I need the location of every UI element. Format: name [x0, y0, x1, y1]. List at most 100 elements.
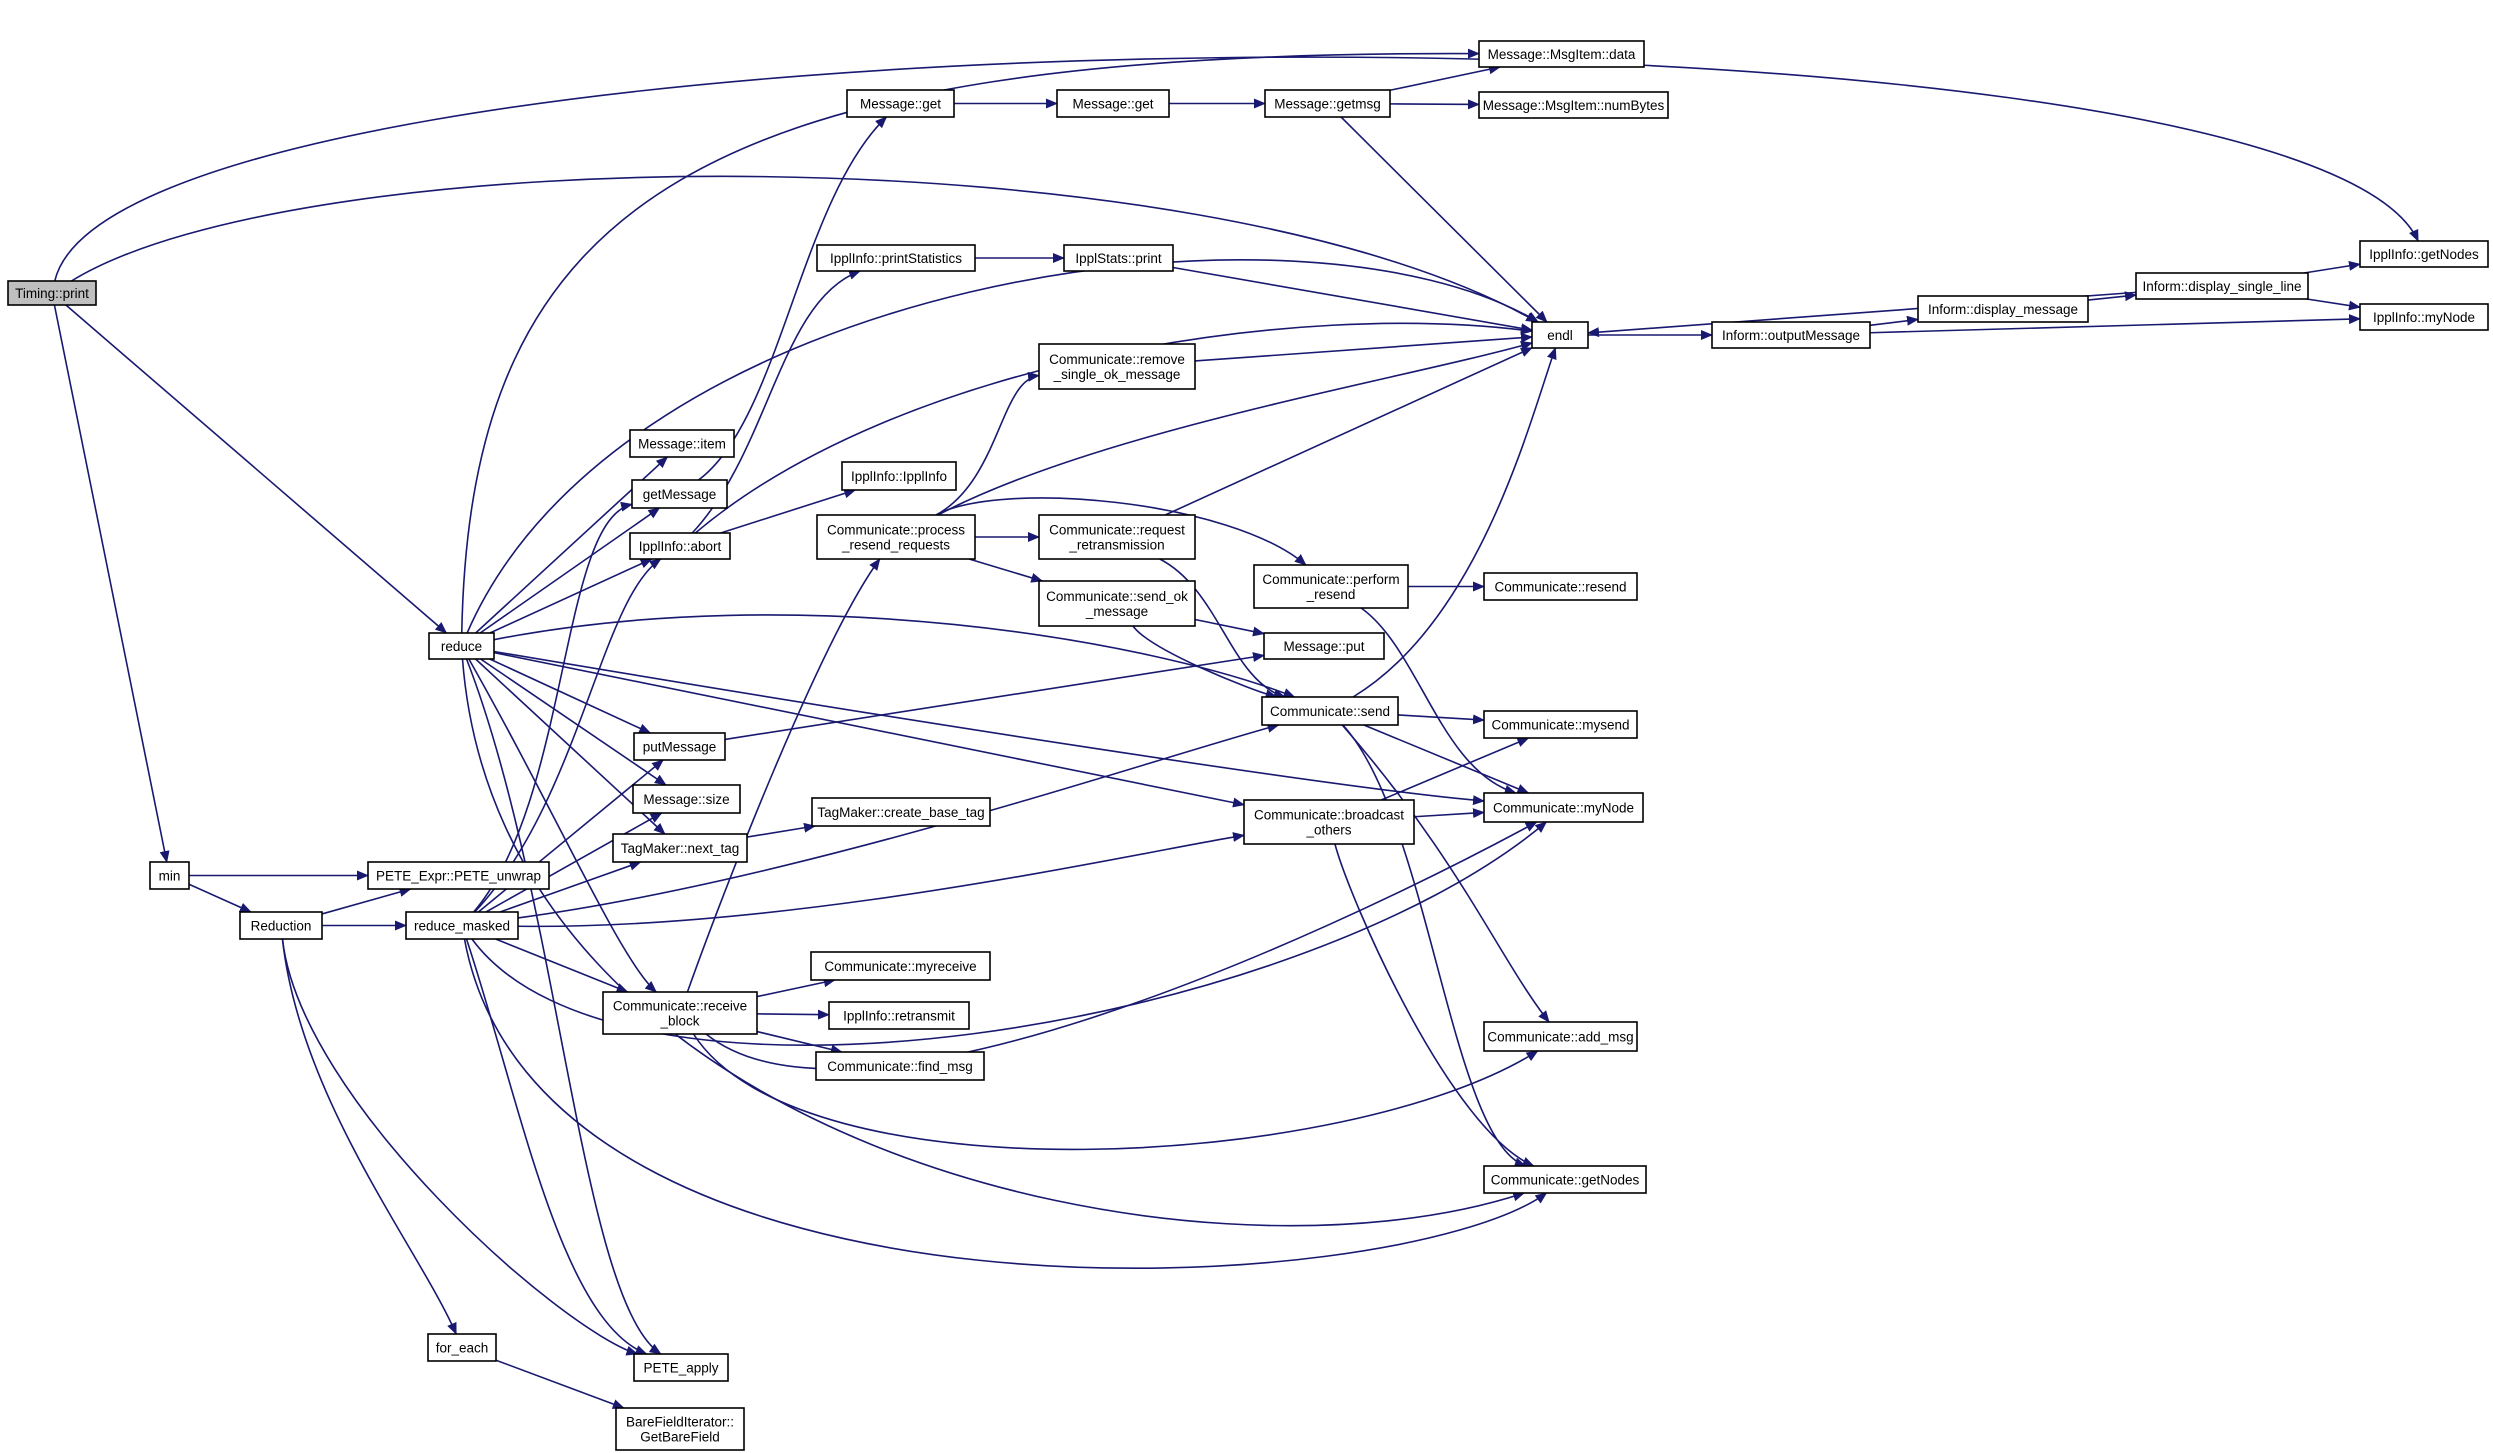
node-comm-receive-block[interactable]: Communicate::receive_block: [602, 991, 758, 1035]
node-box: [2135, 272, 2309, 300]
node-message-get2[interactable]: Message::get: [1056, 89, 1170, 118]
node-inform-display-single-line[interactable]: Inform::display_single_line: [2135, 272, 2309, 300]
edge-inform_display_single_line-to-ipplinfo_getnodes: [2303, 260, 2361, 274]
edge-reduce-to-comm_send: [493, 614, 1296, 698]
edge-comm_send-to-comm_add_msg: [1341, 724, 1550, 1023]
node-pete-apply[interactable]: PETE_apply: [633, 1353, 729, 1382]
node-ipplstats-print[interactable]: IpplStats::print: [1063, 244, 1174, 272]
node-label: _resend: [1306, 587, 1356, 602]
node-min[interactable]: min: [149, 861, 190, 890]
node-message-put[interactable]: Message::put: [1263, 632, 1385, 660]
node-message-size[interactable]: Message::size: [632, 784, 741, 814]
node-inform-display-message[interactable]: Inform::display_message: [1917, 295, 2089, 323]
edge-comm_request_retrans-to-endl: [1164, 347, 1533, 516]
node-label: Communicate::receive: [613, 999, 747, 1014]
edge-reduce-to-getmessage: [479, 507, 661, 634]
node-inform-outputmessage[interactable]: Inform::outputMessage: [1711, 321, 1871, 349]
node-label: Message::size: [643, 792, 729, 807]
node-comm-remove-single-ok[interactable]: Communicate::remove_single_ok_message: [1038, 343, 1196, 390]
node-label: reduce: [441, 639, 482, 654]
edge-timing_print-to-endl: [71, 175, 1539, 323]
node-getmessage[interactable]: getMessage: [631, 479, 728, 509]
node-comm-perform-resend[interactable]: Communicate::perform_resend: [1253, 564, 1409, 609]
node-endl[interactable]: endl: [1531, 321, 1589, 349]
node-barefield-getbarefield[interactable]: BareFieldIterator::GetBareField: [615, 1407, 745, 1451]
node-ipplinfo-retransmit[interactable]: IpplInfo::retransmit: [828, 1001, 970, 1030]
node-box: [631, 479, 728, 509]
node-comm-mynode[interactable]: Communicate::myNode: [1483, 792, 1644, 823]
node-reduction[interactable]: Reduction: [239, 911, 323, 940]
edge-comm_send_ok-to-message_put: [1194, 618, 1265, 637]
edge-comm_send-to-endl: [1352, 347, 1557, 698]
node-comm-request-retrans[interactable]: Communicate::request_retransmission: [1038, 514, 1196, 560]
edge-putmessage-to-message_put: [724, 652, 1265, 741]
node-pete-unwrap[interactable]: PETE_Expr::PETE_unwrap: [367, 861, 550, 890]
edge-comm_send-to-comm_mysend: [1397, 714, 1485, 725]
node-box: [1711, 321, 1871, 349]
node-label: Communicate::broadcast: [1254, 808, 1404, 823]
node-comm-add-msg[interactable]: Communicate::add_msg: [1483, 1021, 1638, 1052]
node-message-item[interactable]: Message::item: [629, 429, 735, 458]
node-comm-send-ok[interactable]: Communicate::send_ok_message: [1038, 580, 1196, 627]
node-message-get1[interactable]: Message::get: [846, 89, 955, 118]
node-tagmaker-next[interactable]: TagMaker::next_tag: [612, 833, 748, 863]
node-comm-process-resend[interactable]: Communicate::process_resend_requests: [816, 514, 976, 560]
node-ipplinfo-ipplinfo[interactable]: IpplInfo::IpplInfo: [841, 461, 957, 491]
node-comm-resend[interactable]: Communicate::resend: [1483, 572, 1638, 601]
node-putmessage[interactable]: putMessage: [633, 732, 726, 761]
edge-reduce_masked-to-tagmaker_next: [499, 860, 642, 913]
node-label: Timing::print: [15, 286, 89, 301]
edge-comm_receive_block-to-comm_add_msg: [692, 1033, 1539, 1151]
edge-comm_broadcast-to-comm_mynode: [1413, 808, 1485, 819]
node-label: Communicate::send: [1270, 704, 1390, 719]
node-comm-broadcast[interactable]: Communicate::broadcast_others: [1243, 799, 1415, 845]
edge-getmessage-to-message_get1: [698, 116, 888, 481]
node-comm-mysend[interactable]: Communicate::mysend: [1483, 710, 1638, 739]
edge-comm_receive_block-to-comm_myreceive: [756, 977, 836, 998]
node-box: [2359, 240, 2489, 268]
node-label: IpplInfo::IpplInfo: [851, 469, 947, 484]
node-label: IpplInfo::myNode: [2373, 310, 2475, 325]
edge-ipplstats_print-to-endl: [1172, 266, 1533, 334]
node-box: [615, 1407, 745, 1451]
node-comm-find-msg[interactable]: Communicate::find_msg: [815, 1051, 985, 1081]
edge-message_getmsg-to-msgitem_data: [1389, 64, 1502, 92]
node-ipplinfo-abort[interactable]: IpplInfo::abort: [629, 532, 731, 560]
node-box: [1063, 244, 1174, 272]
node-comm-getnodes[interactable]: Communicate::getNodes: [1483, 1165, 1647, 1194]
node-label: PETE_apply: [643, 1361, 718, 1376]
node-label: endl: [1547, 328, 1573, 343]
node-box: [1483, 1165, 1647, 1194]
node-box: [149, 861, 190, 890]
node-comm-send[interactable]: Communicate::send: [1261, 696, 1399, 726]
edge-inform_display_message-to-inform_display_single_line: [2087, 291, 2137, 302]
edge-reduce_masked-to-comm_broadcast: [517, 832, 1245, 928]
node-reduce-masked[interactable]: reduce_masked: [405, 911, 519, 940]
node-timing-print[interactable]: Timing::print: [7, 280, 97, 306]
node-box: [1038, 580, 1196, 627]
node-ipplinfo-printstatistics[interactable]: IpplInfo::printStatistics: [816, 244, 976, 272]
node-label: IpplInfo::retransmit: [843, 1009, 955, 1024]
node-for-each[interactable]: for_each: [427, 1333, 497, 1362]
node-reduce[interactable]: reduce: [428, 632, 495, 660]
node-msgitem-data[interactable]: Message::MsgItem::data: [1478, 40, 1645, 68]
node-ipplinfo-getnodes[interactable]: IpplInfo::getNodes: [2359, 240, 2489, 268]
node-msgitem-numbytes[interactable]: Message::MsgItem::numBytes: [1478, 91, 1669, 119]
node-ipplinfo-mynode[interactable]: IpplInfo::myNode: [2359, 303, 2489, 331]
node-comm-myreceive[interactable]: Communicate::myreceive: [810, 951, 991, 981]
call-edges: [53, 48, 2419, 1409]
edge-reduce-to-comm_receive_block: [468, 658, 657, 993]
node-label: Inform::outputMessage: [1722, 328, 1860, 343]
edge-reduce_masked-to-pete_apply: [465, 938, 648, 1355]
node-label: _resend_requests: [841, 538, 950, 553]
node-tagmaker-create[interactable]: TagMaker::create_base_tag: [811, 797, 991, 827]
edge-inform_outputmessage-to-inform_display_message: [1869, 315, 1919, 327]
node-label: Message::get: [860, 97, 941, 112]
edge-message_getmsg-to-msgitem_numbytes: [1389, 99, 1480, 110]
node-message-getmsg[interactable]: Message::getmsg: [1264, 89, 1391, 118]
node-label: IpplInfo::abort: [639, 539, 722, 554]
node-box: [1483, 792, 1644, 823]
node-label: for_each: [436, 1341, 489, 1356]
node-box: [405, 911, 519, 940]
node-label: Message::MsgItem::data: [1488, 47, 1636, 62]
